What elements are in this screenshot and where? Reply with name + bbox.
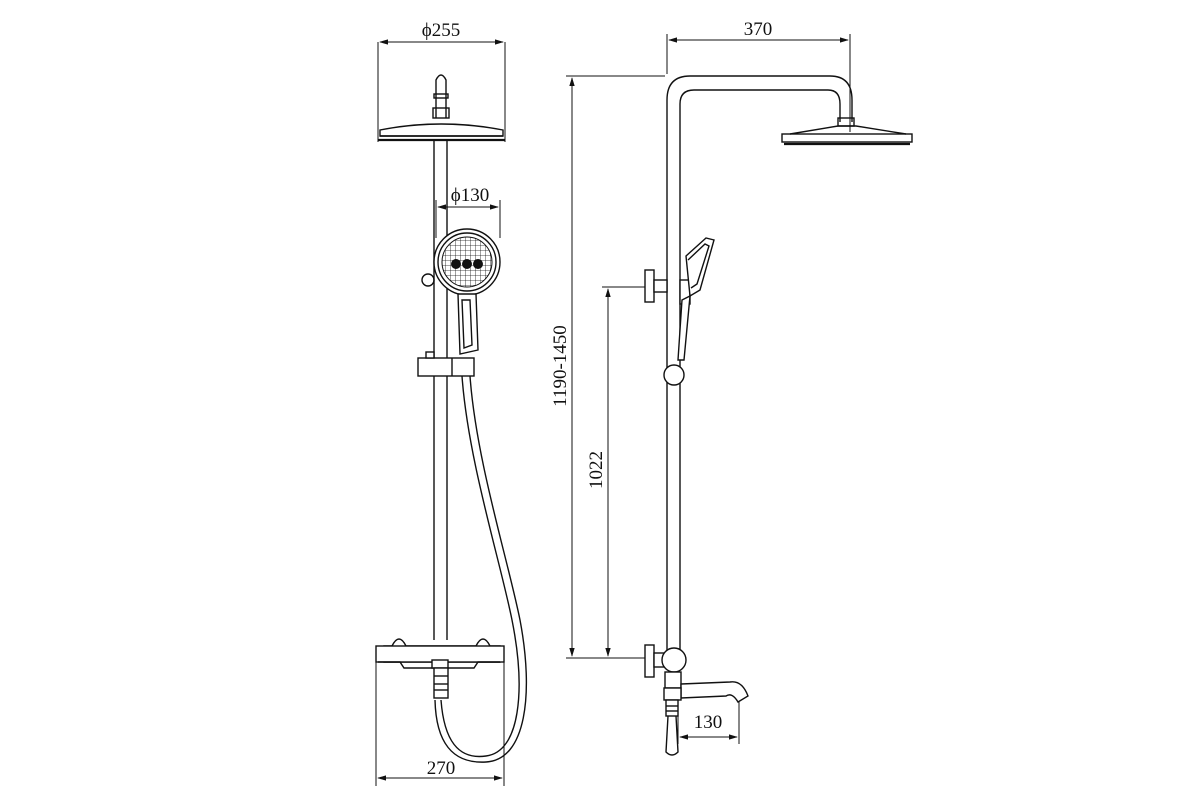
handheld-diameter-dimension: ϕ130	[435, 185, 501, 238]
overhead-shower-front	[377, 42, 506, 142]
overhead-diameter-label: ϕ255	[422, 20, 461, 41]
mixer-to-bracket-dimension: 1022	[586, 286, 648, 657]
spout-length-label: 130	[694, 712, 723, 733]
bar-width-label: 270	[427, 758, 456, 779]
shower-hose	[434, 375, 528, 763]
overhead-diameter-dimension: ϕ255	[379, 20, 504, 45]
overhead-arm-side	[666, 75, 913, 660]
total-height-dimension: 1190-1450	[550, 75, 665, 659]
wall-bracket-upper	[644, 269, 668, 303]
front-view: ϕ255 ϕ130	[375, 20, 528, 786]
bar-width-dimension: 270	[375, 662, 505, 786]
slider-knob-side	[663, 364, 685, 386]
arm-reach-dimension: 370	[666, 19, 851, 132]
slider-bracket-front	[417, 351, 475, 377]
spout-length-dimension: 130	[677, 702, 740, 744]
mixer-to-bracket-label: 1022	[586, 451, 607, 489]
hand-shower-front	[421, 228, 501, 355]
total-height-label: 1190-1450	[550, 325, 571, 407]
thermostatic-mixer-front	[375, 638, 505, 699]
arm-reach-label: 370	[744, 19, 773, 40]
side-view: 370 1190-1450 1022	[550, 19, 913, 756]
handheld-diameter-label: ϕ130	[451, 185, 490, 206]
mixer-side	[644, 644, 749, 756]
hand-shower-side	[677, 237, 715, 361]
riser-pipe-front	[433, 140, 448, 640]
